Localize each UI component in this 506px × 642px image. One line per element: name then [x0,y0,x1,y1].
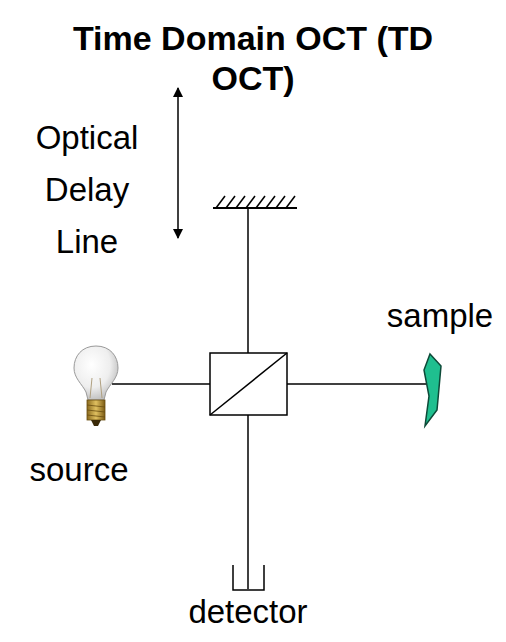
hatch-stroke [266,196,275,208]
beam-splitter [210,353,287,415]
delay-line-label: Optical Delay Line [12,112,162,268]
sample-label: sample [380,296,500,336]
hatch-stroke [256,196,265,208]
hatch-stroke [246,196,255,208]
hatch-stroke [286,196,295,208]
hatch-stroke [226,196,235,208]
mirror-hatching [216,196,295,208]
diagram-title: Time Domain OCT (TD OCT) [60,18,446,98]
delay-arrow [177,88,179,238]
hatch-stroke [236,196,245,208]
detector-label: detector [168,592,328,632]
hatch-stroke [216,196,225,208]
hatch-stroke [276,196,285,208]
detector-symbol [233,565,264,590]
sample-tissue [424,354,441,426]
light-bulb [74,346,118,426]
source-label: source [14,450,144,490]
beam-splitter-diagonal [210,353,287,415]
